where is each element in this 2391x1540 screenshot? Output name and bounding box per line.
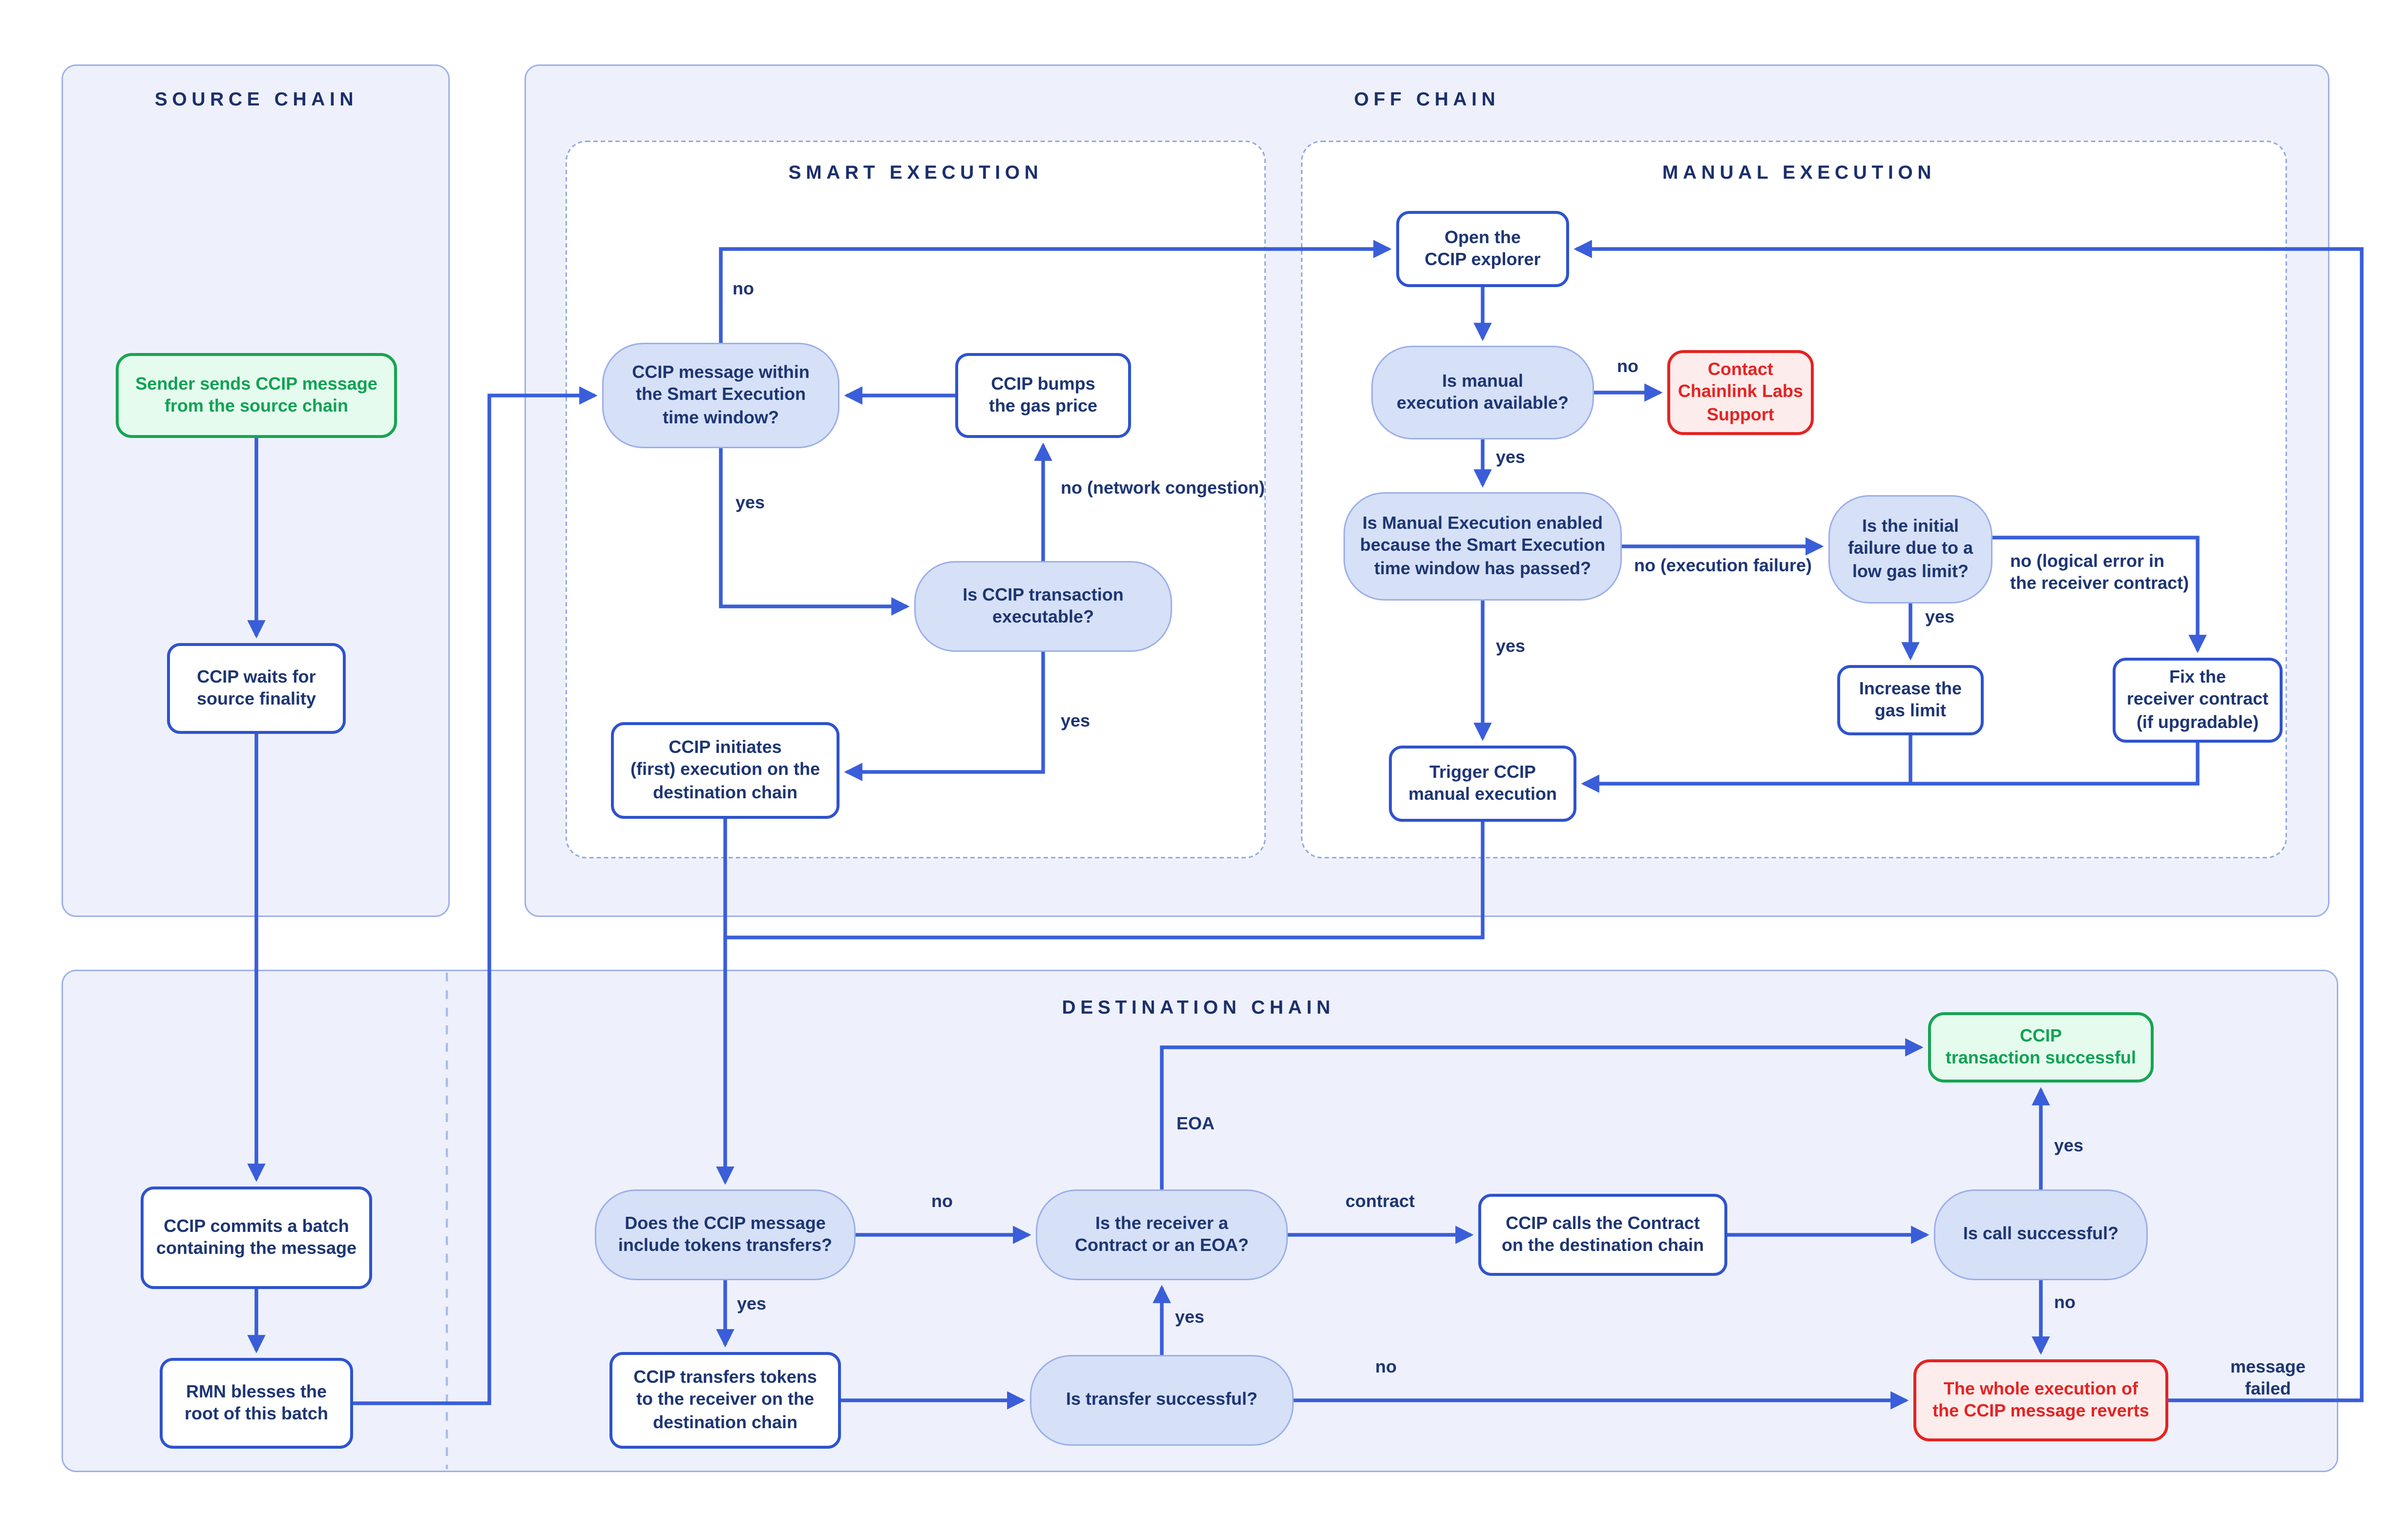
node-ccip-commits-batch: CCIP commits a batch containing the mess… [141,1186,372,1289]
node-ccip-waits-finality: CCIP waits for source finality [167,643,346,734]
node-contact-chainlink-labs-support: Contact Chainlink Labs Support [1667,350,1814,435]
edge-label-executable-no: no (network congestion) [1061,478,1265,498]
node-fix-receiver-contract: Fix the receiver contract (if upgradable… [2113,658,2283,743]
node-ccip-initiates-execution: CCIP initiates (first) execution on the … [611,722,839,819]
edge-label-enabled-no: no (execution failure) [1634,555,1812,576]
node-manual-execution-enabled: Is Manual Execution enabled because the … [1343,492,1622,601]
node-sender-sends-message: Sender sends CCIP message from the sourc… [116,353,397,438]
edge-label-transfer-no: no [1375,1356,1397,1377]
node-ccip-transfers-tokens: CCIP transfers tokens to the receiver on… [609,1352,841,1449]
edge-label-call-no: no [2054,1292,2076,1312]
edge-label-window-yes: yes [735,492,765,513]
node-open-ccip-explorer: Open the CCIP explorer [1396,211,1569,287]
node-ccip-calls-contract: CCIP calls the Contract on the destinati… [1478,1194,1727,1276]
source-chain-title: SOURCE CHAIN [154,88,358,110]
destination-chain-title: DESTINATION CHAIN [1062,996,1335,1018]
node-is-receiver-contract-or-eoa: Is the receiver a Contract or an EOA? [1036,1189,1288,1280]
node-rmn-blesses-root: RMN blesses the root of this batch [160,1358,353,1449]
edge-label-available-no: no [1616,356,1639,376]
node-is-manual-execution-available: Is manual execution available? [1371,346,1594,439]
edge-label-does-no: no [931,1191,953,1211]
edge-label-transfer-yes: yes [1175,1307,1205,1327]
node-does-message-include-tokens: Does the CCIP message include tokens tra… [595,1189,856,1280]
smart-execution-title: SMART EXECUTION [788,161,1043,183]
node-whole-execution-reverts: The whole execution of the CCIP message … [1913,1359,2168,1441]
node-is-transfer-successful: Is transfer successful? [1030,1355,1294,1446]
edge-label-window-no: no [733,278,755,299]
off-chain-title: OFF CHAIN [1354,88,1500,110]
node-ccip-bumps-gas-price: CCIP bumps the gas price [955,353,1131,438]
edge-label-enabled-yes: yes [1496,636,1526,656]
node-increase-gas-limit: Increase the gas limit [1837,665,1984,735]
edge-label-eoa: EOA [1176,1113,1215,1134]
edge-label-call-yes: yes [2054,1135,2084,1156]
manual-execution-title: MANUAL EXECUTION [1662,161,1936,183]
edge-label-executable-yes: yes [1061,710,1091,731]
edge-label-initial-no: no (logical error in the receiver contra… [2010,551,2189,593]
node-is-call-successful: Is call successful? [1934,1189,2148,1280]
node-is-transaction-executable: Is CCIP transaction executable? [914,561,1172,652]
node-initial-failure-low-gas: Is the initial failure due to a low gas … [1828,495,1992,604]
node-ccip-transaction-successful: CCIP transaction successful [1928,1012,2154,1082]
node-message-within-window: CCIP message within the Smart Execution … [602,343,839,448]
edge-label-does-yes: yes [737,1293,767,1314]
edge-label-initial-yes: yes [1925,606,1955,627]
edge-label-contract: contract [1345,1191,1415,1211]
node-trigger-manual-execution: Trigger CCIP manual execution [1389,746,1576,822]
edge-label-message-failed: message failed [2230,1356,2306,1398]
edge-label-available-yes: yes [1496,447,1526,467]
